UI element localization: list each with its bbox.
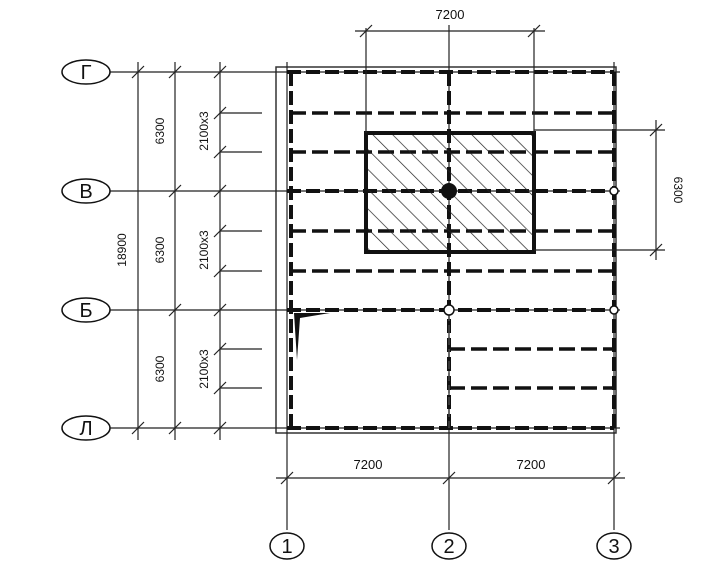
dim-bottom-lines bbox=[276, 471, 625, 485]
axis-label-V: В bbox=[79, 181, 92, 203]
opening bbox=[294, 313, 446, 424]
axis-label-3: 3 bbox=[608, 536, 619, 558]
dim-top-label: 7200 bbox=[436, 7, 465, 22]
axis-label-2: 2 bbox=[443, 536, 454, 558]
dim-left-bay-1: 6300 bbox=[153, 117, 167, 144]
dim-bottom-label-1: 7200 bbox=[354, 457, 383, 472]
dim-left-sub-3: 2100x3 bbox=[197, 349, 211, 389]
opening-corner-mark bbox=[294, 313, 330, 360]
dim-top-lines bbox=[355, 24, 545, 133]
dim-left-sub-1: 2100x3 bbox=[197, 111, 211, 151]
axis-label-B: Б bbox=[79, 300, 92, 322]
axis-bubble-horizontal: Г В Б Л bbox=[61, 59, 111, 441]
dim-bottom-label-2: 7200 bbox=[517, 457, 546, 472]
column-center bbox=[441, 183, 457, 199]
column-marker bbox=[609, 186, 619, 196]
column-marker bbox=[609, 305, 619, 315]
dim-left-lines bbox=[131, 62, 262, 440]
dim-left-bay-3: 6300 bbox=[153, 355, 167, 382]
axis-label-L: Л bbox=[79, 418, 92, 440]
axis-bubble-vertical: 1 2 3 bbox=[269, 532, 632, 560]
dim-right-lines bbox=[534, 120, 665, 260]
dim-left-total: 18900 bbox=[115, 233, 129, 267]
dim-left-bay-2: 6300 bbox=[153, 236, 167, 263]
axis-label-1: 1 bbox=[281, 536, 292, 558]
dim-left-sub-2: 2100x3 bbox=[197, 230, 211, 270]
axis-label-G: Г bbox=[81, 62, 92, 84]
column-marker bbox=[443, 304, 455, 316]
dim-right-label: 6300 bbox=[671, 177, 685, 204]
